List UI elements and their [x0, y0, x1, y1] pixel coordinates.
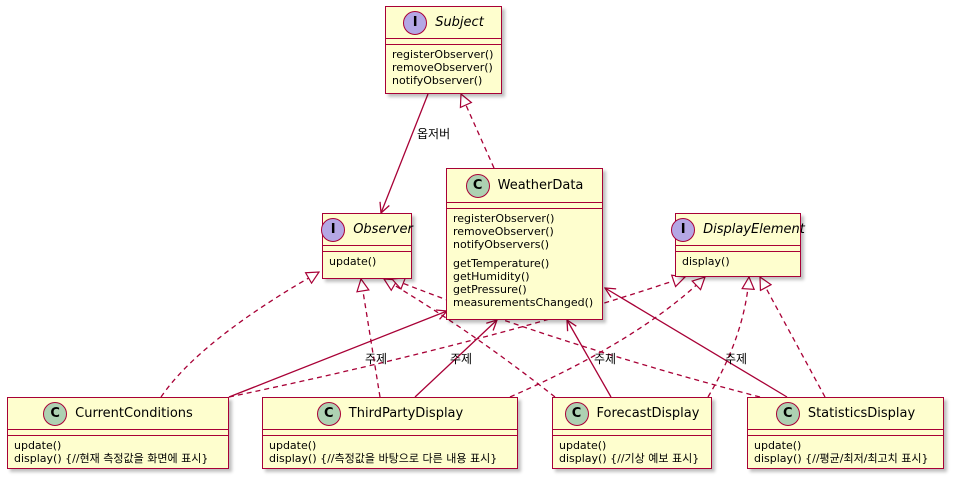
interface-icon: I [321, 217, 346, 242]
edge-label-subject: 주제 [725, 352, 748, 366]
edge-label-observer: 옵저버 [417, 127, 451, 141]
class-name: Subject [435, 15, 484, 30]
currentconditions-class[interactable]: C CurrentConditions update() display() {… [7, 397, 229, 469]
edge-statistics-observer [392, 279, 761, 398]
divider [676, 246, 800, 252]
class-icon: C [316, 401, 341, 426]
method: getPressure() [453, 283, 527, 296]
edge-current-weatherdata [228, 311, 447, 398]
displayelement-interface[interactable]: I DisplayElement display() [671, 213, 805, 277]
method-list: update() display() {//현재 측정값을 화면에 표시} [8, 436, 228, 469]
method: update() [559, 439, 607, 452]
method: display() {//기상 예보 표시} [559, 452, 700, 465]
edge-forecast-display [707, 277, 749, 398]
edge-weatherdata-subject [461, 94, 495, 169]
edge-statistics-display [760, 277, 826, 398]
edge-current-observer [160, 272, 319, 398]
class-name: Observer [353, 222, 413, 237]
divider [386, 39, 501, 45]
method-list: registerObserver() removeObserver() noti… [447, 209, 602, 313]
class-name: StatisticsDisplay [807, 406, 916, 421]
interface-icon: I [671, 217, 696, 242]
weatherdata-class[interactable]: C WeatherData registerObserver() removeO… [446, 168, 603, 320]
edge-thirdparty-display [509, 277, 705, 398]
method: update() [14, 439, 62, 452]
method: registerObserver() [392, 48, 494, 61]
divider [8, 430, 228, 436]
method: getHumidity() [453, 270, 530, 283]
observer-interface[interactable]: I Observer update() [321, 213, 413, 279]
class-icon: C [775, 401, 800, 426]
interface-icon: I [403, 10, 428, 35]
class-icon: C [564, 401, 589, 426]
method-list: update() display() {//기상 예보 표시} [553, 436, 711, 469]
method-list: update() display() {//측정값을 바탕으로 다른 내용 표시… [263, 436, 517, 469]
method-list: update() [323, 252, 411, 272]
method: display() {//측정값을 바탕으로 다른 내용 표시} [269, 452, 498, 465]
method: removeObserver() [453, 225, 554, 238]
class-name: DisplayElement [703, 222, 805, 237]
method: display() [682, 255, 730, 268]
class-name: WeatherData [497, 178, 584, 193]
method: notifyObservers() [453, 238, 550, 251]
thirdpartydisplay-class[interactable]: C ThirdPartyDisplay update() display() {… [262, 397, 518, 469]
method: display() {//현재 측정값을 화면에 표시} [14, 452, 209, 465]
method: update() [329, 255, 377, 268]
divider [748, 430, 943, 436]
divider [553, 430, 711, 436]
divider [447, 203, 602, 209]
class-name: CurrentConditions [75, 406, 193, 421]
class-icon: C [465, 173, 490, 198]
method-list: update() display() {//평균/최저/최고치 표시} [748, 436, 943, 469]
edge-forecast-weatherdata [567, 320, 612, 398]
method: update() [754, 439, 802, 452]
forecastdisplay-class[interactable]: C ForecastDisplay update() display() {//… [552, 397, 712, 469]
edge-forecast-observer [384, 279, 556, 398]
edge-label-subject: 주제 [365, 352, 388, 366]
method: removeObserver() [392, 61, 493, 74]
edge-current-display [228, 277, 685, 398]
subject-interface[interactable]: I Subject registerObserver() removeObser… [385, 6, 502, 94]
method: display() {//평균/최저/최고치 표시} [754, 452, 929, 465]
divider [263, 430, 517, 436]
method-list: registerObserver() removeObserver() noti… [386, 45, 501, 91]
method-list: display() [676, 252, 800, 272]
method: registerObserver() [453, 212, 555, 225]
method: getTemperature() [453, 257, 550, 270]
class-name: ThirdPartyDisplay [348, 406, 464, 421]
class-icon: C [43, 401, 68, 426]
edge-subject-observer [381, 93, 429, 213]
edge-label-subject: 주제 [594, 352, 617, 366]
edge-statistics-weatherdata [605, 288, 788, 398]
edge-thirdparty-observer [361, 279, 381, 398]
statisticsdisplay-class[interactable]: C StatisticsDisplay update() display() {… [747, 397, 944, 469]
method: measurementsChanged() [453, 296, 594, 309]
divider [323, 246, 411, 252]
edge-thirdparty-weatherdata [414, 320, 497, 398]
edge-label-subject: 주제 [450, 352, 473, 366]
method: notifyObserver() [392, 74, 483, 87]
class-name: ForecastDisplay [596, 406, 700, 421]
method: update() [269, 439, 317, 452]
